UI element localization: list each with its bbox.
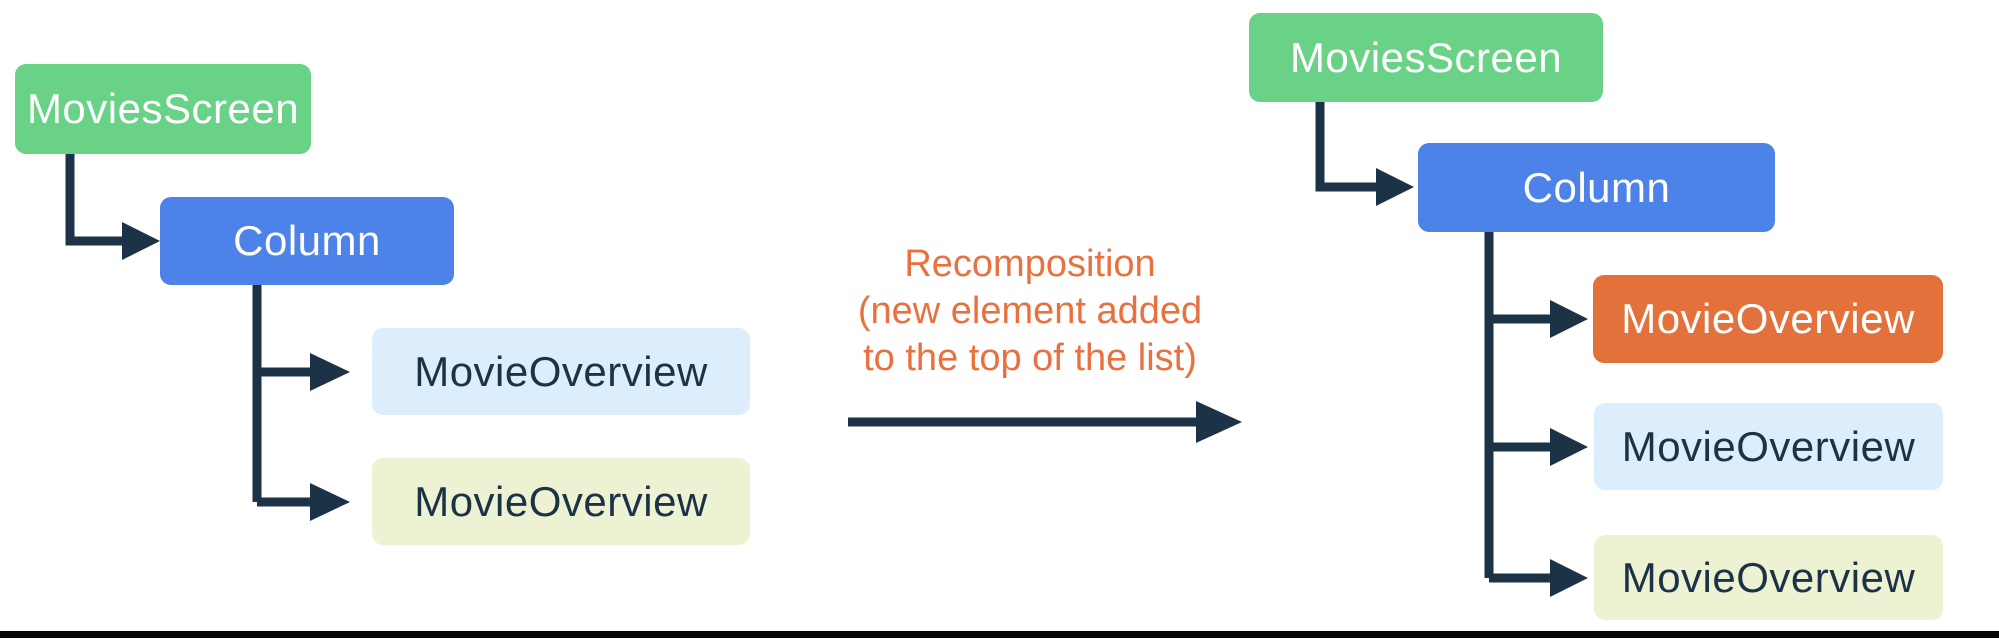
node-moviesscreen-left: MoviesScreen [15,64,311,154]
node-label: MoviesScreen [26,85,300,132]
node-label: MoviesScreen [1289,33,1563,81]
right-branch-2-arrowhead-icon [1550,428,1588,466]
annotation-line-2: (new element added [857,290,1203,332]
node-movieoverview-left-1: MovieOverview [372,328,750,415]
right-branch-3-arrowhead-icon [1550,559,1588,597]
recomposition-annotation: Recomposition (new element added to the … [830,241,1230,382]
node-moviesscreen-right: MoviesScreen [1249,13,1603,102]
node-movieoverview-right-new: MovieOverview [1593,275,1943,363]
node-movieoverview-right-3: MovieOverview [1594,535,1943,620]
node-label: MovieOverview [1621,422,1916,470]
right-root-arrowhead-icon [1376,168,1414,206]
left-root-elbow-connector [65,154,122,246]
left-branch-2-arrowhead-icon [310,483,350,521]
recomposition-arrowhead-icon [1196,401,1242,443]
node-label: MovieOverview [414,347,708,395]
node-label: Column [1522,163,1671,211]
node-label: Column [233,217,381,264]
node-column-left: Column [160,197,454,285]
node-label: MovieOverview [414,477,708,525]
left-branch-1-arrowhead-icon [310,353,350,391]
right-root-elbow-connector [1315,102,1376,192]
left-root-arrowhead-icon [122,222,160,260]
node-column-right: Column [1418,143,1775,232]
annotation-line-1: Recomposition [904,243,1156,285]
node-label: MovieOverview [1621,295,1915,342]
node-movieoverview-right-2: MovieOverview [1594,403,1943,490]
right-branch-1-arrowhead-icon [1550,300,1588,338]
node-movieoverview-left-2: MovieOverview [372,458,750,545]
node-label: MovieOverview [1621,553,1916,601]
annotation-line-3: to the top of the list) [863,337,1197,379]
bottom-border-bar [0,631,1999,638]
